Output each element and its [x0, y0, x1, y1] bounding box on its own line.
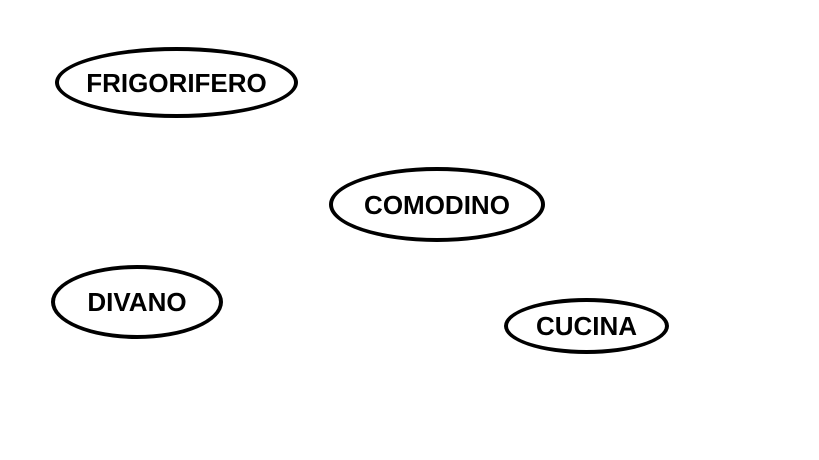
ellipse-node-divano: DIVANO [51, 265, 223, 339]
ellipse-node-comodino: COMODINO [329, 167, 545, 242]
node-label-frigorifero: FRIGORIFERO [86, 67, 267, 98]
ellipse-node-cucina: CUCINA [504, 298, 669, 354]
node-label-divano: DIVANO [87, 287, 187, 317]
ellipse-node-frigorifero: FRIGORIFERO [55, 47, 298, 118]
node-label-cucina: CUCINA [535, 311, 638, 341]
node-label-comodino: COMODINO [364, 189, 510, 220]
